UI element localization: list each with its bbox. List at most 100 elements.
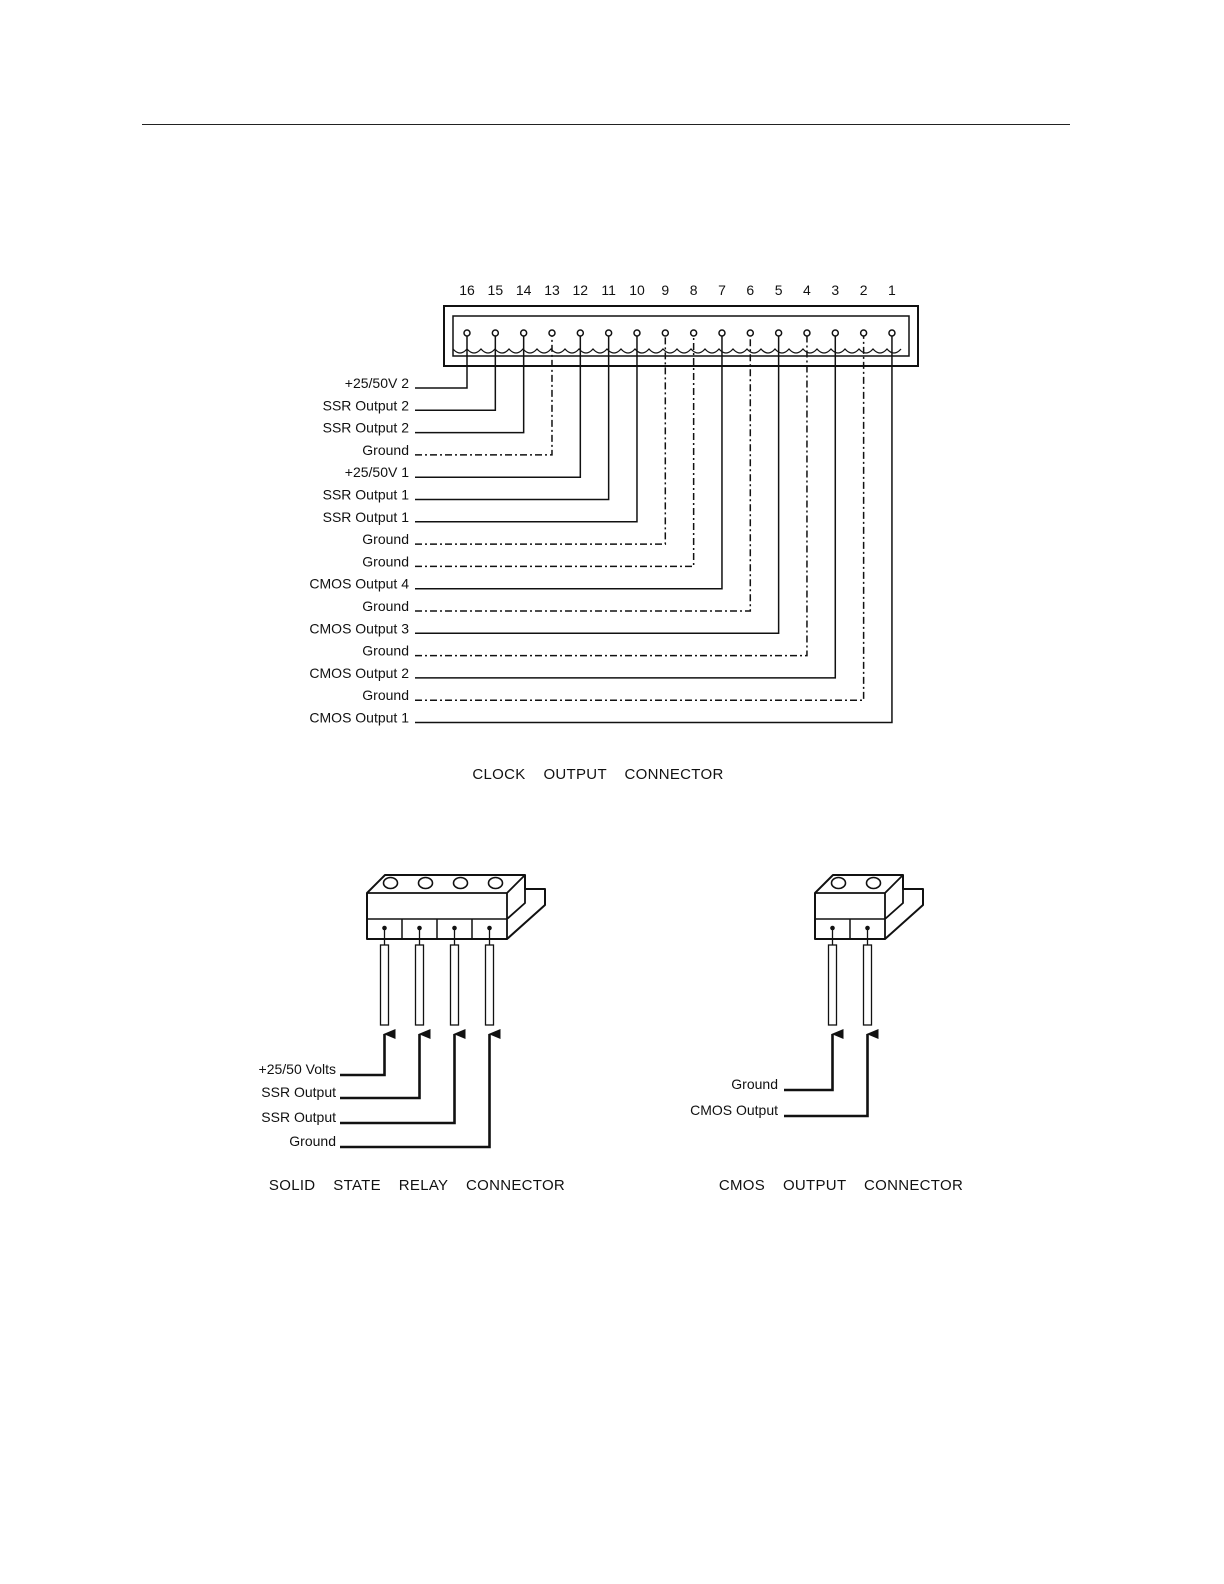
pin-number-8: 8: [690, 282, 698, 298]
wire-label-pin-5: CMOS Output 3: [309, 620, 409, 636]
ssr-wire-conductor-2: [414, 944, 425, 1026]
pin-number-2: 2: [860, 282, 868, 298]
pin-number-6: 6: [746, 282, 754, 298]
ssr-wire-conductor-4: [484, 944, 495, 1026]
clock-connector-scallops: [452, 348, 902, 354]
pin-number-5: 5: [775, 282, 783, 298]
cmos-wire-conductor-2: [862, 944, 873, 1026]
wire-pin-4: [415, 336, 808, 657]
cmos-screw-1: [830, 876, 847, 890]
wire-pin-8: [415, 336, 695, 568]
ssr-wire-conductor-3: [449, 944, 460, 1026]
clock-connector-outer-housing: [443, 305, 919, 367]
pin-number-4: 4: [803, 282, 811, 298]
wire-label-pin-11: SSR Output 1: [323, 487, 410, 503]
pin-number-10: 10: [629, 282, 645, 298]
ssr-connector-caption: SOLID STATE RELAY CONNECTOR: [269, 1177, 565, 1194]
cmos-arrow-1: [784, 1029, 844, 1092]
cmos-wire-conductor-1: [827, 944, 838, 1026]
ssr-arrow-1: [340, 1029, 396, 1077]
ssr-arrow-3: [340, 1029, 466, 1125]
pin-terminal-12: [576, 329, 585, 337]
cmos-screw-2: [865, 876, 882, 890]
pin-terminal-2: [859, 329, 868, 337]
ssr-arrow-4: [340, 1029, 501, 1149]
wire-pin-13: [415, 336, 553, 456]
pin-number-13: 13: [544, 282, 560, 298]
pin-terminal-13: [548, 329, 556, 337]
ssr-terminal-3: [452, 925, 457, 931]
wire-label-pin-7: CMOS Output 4: [309, 576, 409, 592]
ssr-label-2: SSR Output: [261, 1084, 336, 1100]
ssr-screw-1: [382, 876, 399, 890]
pin-terminal-15: [491, 329, 500, 337]
wire-label-pin-1: CMOS Output 1: [309, 710, 409, 726]
ssr-terminal-1: [382, 925, 387, 931]
cmos-label-2: CMOS Output: [690, 1102, 778, 1118]
pin-terminal-8: [689, 329, 698, 337]
pin-number-14: 14: [516, 282, 532, 298]
wire-label-pin-10: SSR Output 1: [323, 509, 410, 525]
cmos-connector-caption: CMOS OUTPUT CONNECTOR: [719, 1177, 963, 1194]
cmos-terminal-2: [865, 925, 870, 931]
pin-terminal-3: [831, 329, 840, 337]
wire-label-pin-4: Ground: [362, 643, 409, 659]
ssr-terminal-2: [417, 925, 422, 931]
ssr-arrow-2: [340, 1029, 431, 1100]
wire-label-pin-14: SSR Output 2: [323, 420, 410, 436]
wire-label-pin-6: Ground: [362, 598, 409, 614]
ssr-screw-2: [417, 876, 434, 890]
pin-terminal-16: [463, 329, 471, 337]
wire-label-pin-15: SSR Output 2: [323, 397, 410, 413]
clock-connector-caption: CLOCK OUTPUT CONNECTOR: [472, 766, 723, 783]
pin-terminal-10: [633, 329, 641, 337]
wire-label-pin-13: Ground: [362, 442, 409, 458]
wire-pin-14: [415, 336, 525, 434]
pin-terminal-9: [661, 329, 670, 337]
wire-label-pin-2: Ground: [362, 687, 409, 703]
cmos-connector-body: [814, 874, 924, 940]
pin-number-9: 9: [661, 282, 669, 298]
wire-pin-10: [415, 336, 638, 523]
pin-terminal-1: [888, 329, 896, 337]
wire-label-pin-12: +25/50V 1: [345, 464, 409, 480]
wire-pin-3: [415, 336, 837, 679]
wire-label-pin-8: Ground: [362, 553, 409, 569]
wire-pin-9: [415, 336, 667, 545]
pin-terminal-6: [746, 329, 755, 337]
wire-label-pin-3: CMOS Output 2: [309, 665, 409, 681]
ssr-label-1: +25/50 Volts: [259, 1061, 336, 1077]
ssr-label-4: Ground: [289, 1133, 336, 1149]
ssr-label-3: SSR Output: [261, 1109, 336, 1125]
pin-number-7: 7: [718, 282, 726, 298]
wire-pin-11: [415, 336, 610, 501]
pin-terminal-4: [803, 329, 811, 337]
cmos-label-1: Ground: [731, 1076, 778, 1092]
cmos-terminal-1: [830, 925, 835, 931]
header-rule: [142, 124, 1070, 125]
pin-terminal-11: [604, 329, 613, 337]
pin-number-16: 16: [459, 282, 475, 298]
pin-number-15: 15: [488, 282, 504, 298]
pin-number-1: 1: [888, 282, 896, 298]
ssr-screw-4: [487, 876, 504, 890]
ssr-terminal-4: [487, 925, 492, 931]
wire-pin-15: [415, 336, 497, 412]
clock-connector-inner-housing: [452, 315, 910, 357]
ssr-screw-3: [452, 876, 469, 890]
ssr-connector-body-edges: [367, 874, 526, 939]
wire-pin-16: [415, 336, 468, 389]
cmos-connector-body-edges: [815, 874, 904, 939]
wire-pin-1: [415, 336, 893, 724]
pin-terminal-5: [774, 329, 783, 337]
pin-terminal-7: [718, 329, 726, 337]
pin-terminal-14: [519, 329, 528, 337]
wire-pin-12: [415, 336, 582, 478]
cmos-arrow-2: [784, 1029, 879, 1118]
pin-number-3: 3: [831, 282, 839, 298]
